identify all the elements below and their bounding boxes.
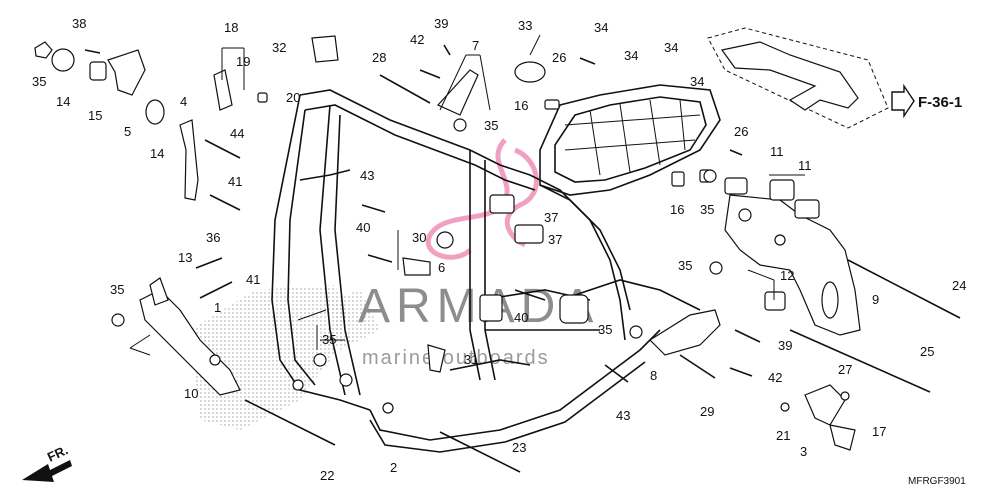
bracket-4 [179, 119, 199, 201]
callout-label: 40 [514, 310, 528, 325]
callout-label: 16 [514, 98, 528, 113]
callout-label: 5 [124, 124, 131, 139]
callout-label: 38 [72, 16, 86, 31]
callout-label: 4 [180, 94, 187, 109]
callout-label: 10 [184, 386, 198, 401]
callout-label: 2 [390, 460, 397, 475]
callout-label: 30 [412, 230, 426, 245]
callout-label: 22 [320, 468, 334, 483]
callout-label: 16 [670, 202, 684, 217]
main-frame [271, 89, 701, 453]
callout-label: 37 [548, 232, 562, 247]
watermark-tagline: marine outboards [362, 347, 550, 369]
callout-label: 27 [838, 362, 852, 377]
callout-label: 39 [434, 16, 448, 31]
callout-label: 44 [230, 126, 244, 141]
callout-label: 28 [372, 50, 386, 65]
callout-label: 42 [410, 32, 424, 47]
watermark-logo [425, 138, 539, 260]
callout-label: 31 [464, 352, 478, 367]
callout-label: 35 [700, 202, 714, 217]
callout-label: 12 [780, 268, 794, 283]
callout-label: 11 [770, 144, 784, 159]
callout-label: 19 [236, 54, 250, 69]
callout-label: 15 [88, 108, 102, 123]
callout-label: 42 [768, 370, 782, 385]
rear-bracket [724, 194, 861, 336]
callout-label: 6 [438, 260, 445, 275]
callout-label: 9 [872, 292, 879, 307]
callout-label: 39 [778, 338, 792, 353]
reference-label: F-36-1 [918, 94, 962, 111]
callout-label: 11 [798, 158, 812, 173]
callout-label: 1 [214, 300, 221, 315]
callout-label: 21 [776, 428, 790, 443]
engine-mount-bracket [649, 309, 721, 356]
callout-label: 35 [32, 74, 46, 89]
reference-inset [707, 27, 889, 129]
callout-label: 41 [228, 174, 242, 189]
callout-label: 25 [920, 344, 934, 359]
callout-label: 35 [484, 118, 498, 133]
bolts [84, 44, 961, 473]
front-direction-label: FR. [45, 442, 70, 464]
callout-label: 35 [322, 332, 336, 347]
rear-subframe [539, 84, 721, 196]
callout-label: 7 [472, 38, 479, 53]
callout-label: 34 [664, 40, 678, 55]
callout-label: 26 [552, 50, 566, 65]
callout-label: 43 [616, 408, 630, 423]
watermark-brand: ARMADA [358, 280, 599, 333]
lower-left-bracket [139, 277, 241, 396]
callout-label: 14 [56, 94, 70, 109]
callout-labels: 38 35 14 15 5 14 4 18 19 20 44 41 32 28 … [32, 16, 966, 483]
callout-label: 29 [700, 404, 714, 419]
callout-label: 3 [800, 444, 807, 459]
small-parts-upper-left [34, 35, 856, 451]
callout-label: 14 [150, 146, 164, 161]
leader-lines [129, 34, 805, 356]
callout-label: 17 [872, 424, 886, 439]
callout-label: 36 [206, 230, 220, 245]
callout-label: 8 [650, 368, 657, 383]
callout-label: 41 [246, 272, 260, 287]
callout-label: 43 [360, 168, 374, 183]
callout-label: 35 [678, 258, 692, 273]
callout-label: 20 [286, 90, 300, 105]
callout-label: 37 [544, 210, 558, 225]
callout-label: 40 [356, 220, 370, 235]
callout-label: 24 [952, 278, 966, 293]
callout-label: 34 [624, 48, 638, 63]
callout-label: 32 [272, 40, 286, 55]
callout-label: 18 [224, 20, 238, 35]
callout-label: 34 [594, 20, 608, 35]
watermark: ARMADA marine outboards [358, 138, 599, 369]
reference-arrow: F-36-1 [891, 83, 962, 119]
front-direction-indicator: FR. [22, 442, 72, 482]
callout-label: 23 [512, 440, 526, 455]
callout-label: 34 [690, 74, 704, 89]
callout-label: 26 [734, 124, 748, 139]
callout-label: 13 [178, 250, 192, 265]
callout-label: 33 [518, 18, 532, 33]
callout-label: 35 [598, 322, 612, 337]
callout-label: 35 [110, 282, 124, 297]
diagram-code: MFRGF3901 [908, 476, 966, 487]
